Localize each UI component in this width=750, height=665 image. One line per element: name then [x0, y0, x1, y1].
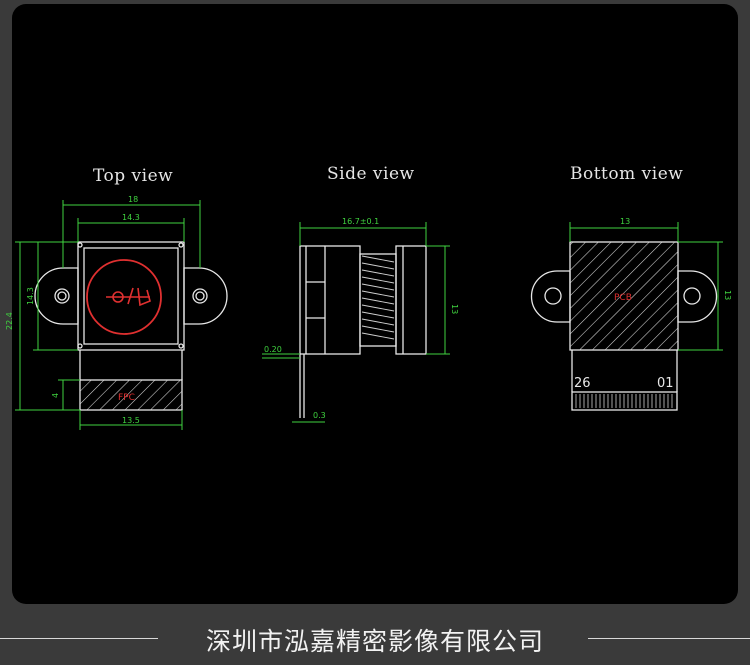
side-lens-barrel: [359, 253, 397, 347]
dim-bottom-width: 13: [620, 217, 630, 226]
mount-hole-left-inner: [57, 291, 67, 301]
mount-hole-right: [192, 288, 208, 304]
dim-top-14-3: 14.3: [122, 213, 140, 222]
bottom-connector-pins: [575, 394, 673, 408]
bottom-view-dimensions: [569, 222, 723, 351]
dim-top-14-3-v: 14.3: [26, 287, 35, 305]
bottom-flange-right: [677, 270, 718, 323]
top-view-dimensions: [15, 200, 201, 430]
top-view-title: Top view: [93, 166, 174, 186]
bottom-hole-left: [544, 287, 562, 305]
bottom-view-title: Bottom view: [570, 164, 684, 184]
top-flex-label: FPC: [118, 393, 135, 403]
footer-rule-left: [0, 638, 158, 639]
dim-side-length: 16.7±0.1: [342, 217, 379, 226]
footer: 深圳市泓嘉精密影像有限公司: [0, 604, 750, 665]
mount-hole-right-inner: [195, 291, 205, 301]
top-body-outer: [77, 241, 185, 351]
footer-rule-right: [588, 638, 750, 639]
side-thread: [361, 255, 395, 340]
side-view-title: Side view: [327, 164, 415, 184]
side-lens-holder: [395, 245, 427, 355]
bottom-flange-left: [530, 270, 571, 323]
side-view-dimensions: [262, 222, 450, 423]
lens-outer: [86, 259, 162, 335]
dim-top-18: 18: [128, 195, 138, 204]
top-flange-right: [183, 267, 228, 325]
bottom-pcb-label: PCB: [614, 293, 632, 303]
dim-top-22-4: 22.4: [5, 312, 14, 330]
dim-side-offset: 0.20: [264, 345, 282, 354]
lens-symbol: [106, 287, 151, 307]
pin-end-label: 01: [657, 376, 674, 391]
side-view: [299, 245, 427, 418]
dim-side-thickness: 0.3: [313, 411, 326, 420]
top-view: [34, 241, 228, 411]
bottom-connector: [571, 391, 678, 411]
dim-top-13-5: 13.5: [122, 416, 140, 425]
bottom-hole-right: [683, 287, 701, 305]
company-name: 深圳市泓嘉精密影像有限公司: [205, 627, 544, 656]
top-body-inner: [83, 247, 179, 345]
side-sensor-block: [299, 245, 361, 355]
bottom-view: [530, 241, 718, 411]
mount-hole-left: [54, 288, 70, 304]
top-flange: [34, 267, 79, 325]
dim-bottom-height: 13: [723, 290, 732, 300]
pin-start-label: 26: [574, 376, 591, 391]
dim-top-4: 4: [51, 393, 60, 398]
dim-side-height: 13: [450, 304, 459, 314]
